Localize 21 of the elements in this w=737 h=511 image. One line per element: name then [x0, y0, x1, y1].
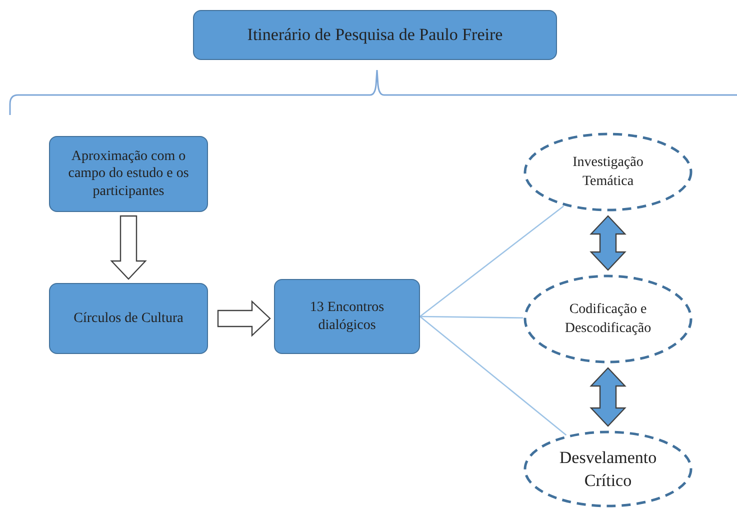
box-label: Círculos de Cultura	[72, 310, 184, 328]
double-block-arrow	[590, 215, 626, 271]
dashed-ellipse	[523, 132, 693, 212]
ellipse-label: Desvelamento Crítico	[558, 446, 658, 492]
process-box	[49, 136, 208, 212]
connector-line	[420, 316, 523, 319]
dashed-ellipse	[523, 274, 693, 364]
box-label: Aproximação com o campo do estudo e os participantes	[67, 148, 190, 200]
ellipse-label: Codificação e Descodificação	[564, 300, 652, 338]
block-arrow	[110, 215, 147, 280]
double-block-arrow	[590, 367, 626, 427]
box-label: 13 Encontros dialógicos	[308, 299, 386, 334]
title-box	[193, 10, 557, 60]
process-box	[274, 279, 420, 354]
ellipse-label: Investigação Temática	[572, 154, 644, 191]
block-arrow	[217, 300, 271, 337]
dashed-ellipse	[523, 430, 693, 508]
box-label: Itinerário de Pesquisa de Paulo Freire	[246, 24, 504, 46]
connector-line	[420, 206, 564, 318]
process-box	[49, 283, 208, 354]
connector-line	[420, 316, 567, 436]
